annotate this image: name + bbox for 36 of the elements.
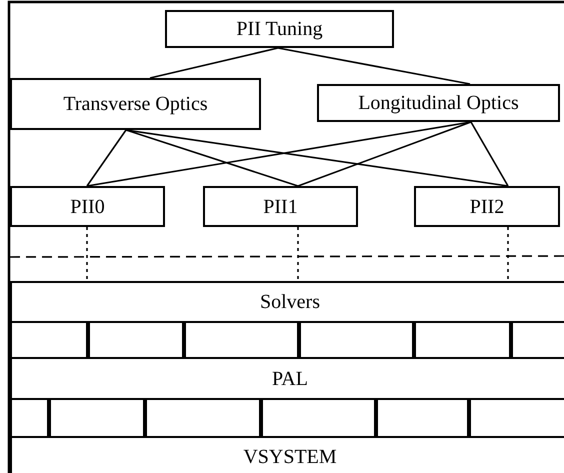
- layer-box: [414, 186, 560, 227]
- grid-cell: [261, 398, 376, 438]
- box-label: VSYSTEM: [243, 446, 337, 468]
- box-label: PII Tuning: [236, 18, 323, 40]
- grid-cell: [10, 398, 49, 438]
- grid-cell: [414, 321, 511, 359]
- grid-cell: [10, 321, 88, 359]
- box-label: PAL: [272, 368, 308, 390]
- box-label: Solvers: [260, 291, 320, 313]
- box-label: Transverse Optics: [63, 93, 208, 115]
- layer-box: [10, 186, 165, 227]
- connector-line: [86, 227, 88, 281]
- grid-cell: [145, 398, 261, 438]
- connector-line: [297, 227, 299, 281]
- box-label: PII2: [470, 196, 504, 218]
- layer-box: [10, 78, 261, 130]
- box-label: Longitudinal Optics: [358, 92, 519, 114]
- layer-box: [165, 10, 394, 48]
- connector-line: [298, 121, 472, 187]
- connector-line: [470, 122, 509, 186]
- connector-line: [278, 47, 470, 85]
- box-label: PII0: [70, 196, 105, 218]
- connector-line: [507, 227, 509, 281]
- grid-cell: [376, 398, 469, 438]
- box-label: PII1: [263, 196, 298, 218]
- grid-cell: [88, 321, 184, 359]
- connector-line: [126, 129, 298, 187]
- connector-line: [86, 130, 127, 186]
- layer-box: [317, 84, 560, 122]
- grid-cell: [184, 321, 299, 359]
- connector-line: [150, 47, 278, 79]
- connector-line: [126, 129, 508, 187]
- grid-cell: [49, 398, 145, 438]
- layer-box: [10, 281, 564, 323]
- grid-cell: [299, 321, 414, 359]
- layer-box: [203, 186, 358, 227]
